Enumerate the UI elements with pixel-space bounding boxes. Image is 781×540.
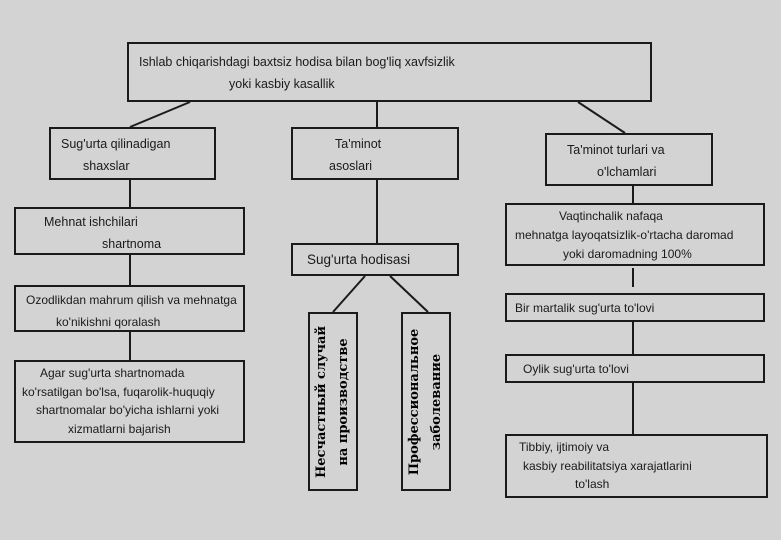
text: yoki daromadning 100% <box>563 247 692 261</box>
text: Bir martalik sug'urta to'lovi <box>515 301 655 315</box>
text: Несчастный случай <box>314 325 329 478</box>
text: ko'nikishni qoralash <box>56 315 161 329</box>
root-box: Ishlab chiqarishdagi baxtsiz hodisa bila… <box>127 42 652 102</box>
text: Ozodlikdan mahrum qilish va mehnatga <box>26 293 237 307</box>
connector <box>332 275 366 313</box>
connector <box>129 101 191 128</box>
connector <box>577 101 626 134</box>
text: shartnomalar bo'yicha ishlarni yoki <box>36 403 220 417</box>
text: на производстве <box>336 337 351 466</box>
text: Tibbiy, ijtimoiy va <box>519 440 610 454</box>
left-item-2: Ozodlikdan mahrum qilish va mehnatga ko'… <box>14 285 245 332</box>
occupational-disease-box: Профессиональное заболевание <box>401 312 451 491</box>
text: Vaqtinchalik nafaqa <box>559 209 663 223</box>
text: Ta'minot <box>335 137 382 151</box>
right-item-2: Bir martalik sug'urta to'lovi <box>505 293 765 322</box>
text: Профессиональное <box>407 328 422 475</box>
insured-persons-box: Sug'urta qilinadigan shaxslar <box>49 127 216 180</box>
left-item-1: Mehnat ishchilari shartnoma <box>14 207 245 255</box>
provision-basis-box: Ta'minot asoslari <box>291 127 459 180</box>
text: Oylik sug'urta to'lovi <box>523 362 629 376</box>
text: Ta'minot turlari va <box>567 143 665 157</box>
text: shartnoma <box>102 237 162 251</box>
text: asoslari <box>329 159 373 173</box>
text: xizmatlarni bajarish <box>68 421 171 436</box>
right-item-3: Oylik sug'urta to'lovi <box>505 354 765 383</box>
text: Sug'urta hodisasi <box>307 252 411 267</box>
root-line2: yoki kasbiy kasallik <box>229 77 335 91</box>
text: заболевание <box>429 353 444 450</box>
text: ko'rsatilgan bo'lsa, fuqarolik-huquqiy <box>22 384 215 399</box>
text: Mehnat ishchilari <box>44 215 138 229</box>
text: mehnatga layoqatsizlik-o'rtacha daromad <box>515 228 734 242</box>
text: Agar sug'urta shartnomada <box>40 366 185 380</box>
text: shaxslar <box>83 159 130 173</box>
left-item-3: Agar sug'urta shartnomada ko'rsatilgan b… <box>14 360 245 443</box>
root-line1: Ishlab chiqarishdagi baxtsiz hodisa bila… <box>139 55 455 69</box>
text: kasbiy reabilitatsiya xarajatlarini <box>523 458 692 473</box>
right-item-1: Vaqtinchalik nafaqa mehnatga layoqatsizl… <box>505 203 765 266</box>
text: o'lchamlari <box>597 165 657 179</box>
text: Sug'urta qilinadigan <box>61 137 171 151</box>
provision-types-box: Ta'minot turlari va o'lchamlari <box>545 133 713 186</box>
text: to'lash <box>575 477 610 491</box>
right-item-4: Tibbiy, ijtimoiy va kasbiy reabilitatsiy… <box>505 434 768 498</box>
connector <box>389 275 429 313</box>
insurance-event-box: Sug'urta hodisasi <box>291 243 459 276</box>
accident-at-work-box: Несчастный случай на производстве <box>308 312 358 491</box>
